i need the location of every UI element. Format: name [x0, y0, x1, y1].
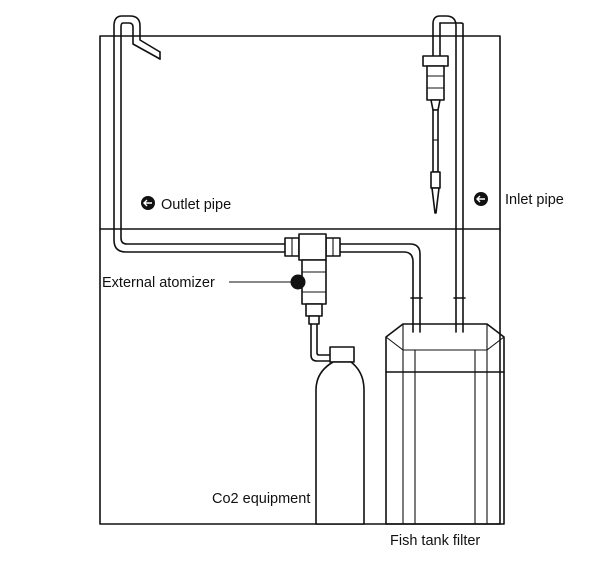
- label-inlet-pipe: Inlet pipe: [505, 192, 564, 208]
- label-outlet-pipe: Outlet pipe: [161, 197, 231, 213]
- inlet-marker: [474, 192, 488, 206]
- t-connector: [284, 233, 341, 261]
- co2-tube: [310, 323, 331, 362]
- inlet-pipe: [422, 15, 466, 333]
- external-atomizer: [301, 259, 327, 325]
- label-fish-tank-filter: Fish tank filter: [390, 533, 480, 549]
- atomizer-marker: [229, 274, 306, 290]
- outlet-pipe: [113, 15, 423, 333]
- label-external-atomizer: External atomizer: [102, 275, 215, 291]
- fish-tank-filter: [385, 323, 505, 525]
- co2-cylinder: [315, 346, 365, 525]
- aquarium-tank: [99, 35, 501, 525]
- outlet-marker: [141, 196, 155, 210]
- label-co2-equipment: Co2 equipment: [212, 491, 310, 507]
